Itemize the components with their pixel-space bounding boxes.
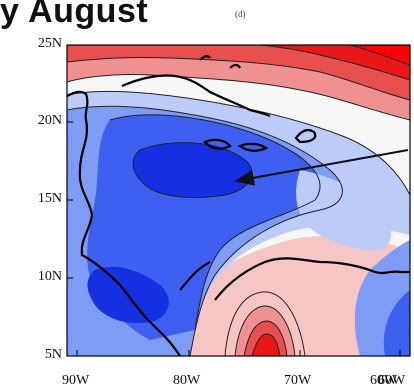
panel-label: (d) — [235, 9, 246, 19]
lon-label-60w-overlap: 60W — [378, 373, 406, 388]
lon-label-70w: 70W — [284, 373, 312, 388]
contour-fill-layer — [67, 45, 410, 356]
lon-label-60w: 60W — [370, 373, 398, 388]
lat-label-15n: 15N — [37, 191, 62, 206]
annotation-arrow — [234, 149, 409, 186]
lat-label-25n: 25N — [37, 36, 62, 51]
mid-blue-southeast — [383, 290, 410, 356]
lat-label-10n: 10N — [37, 269, 62, 284]
lon-label-90w: 90W — [62, 373, 90, 388]
coastlines — [67, 55, 410, 356]
page-title: y August — [0, 0, 149, 30]
lon-label-80w: 80W — [173, 373, 201, 388]
lat-label-20n: 20N — [37, 113, 62, 128]
lat-label-5n: 5N — [44, 347, 62, 362]
red-band-upper-3 — [260, 45, 410, 80]
axis-ticks — [67, 44, 401, 357]
red-core-upper-right — [350, 45, 410, 65]
contour-lines — [67, 45, 410, 356]
deep-blue-core-north — [133, 142, 253, 198]
red-band-upper-2 — [67, 45, 410, 100]
